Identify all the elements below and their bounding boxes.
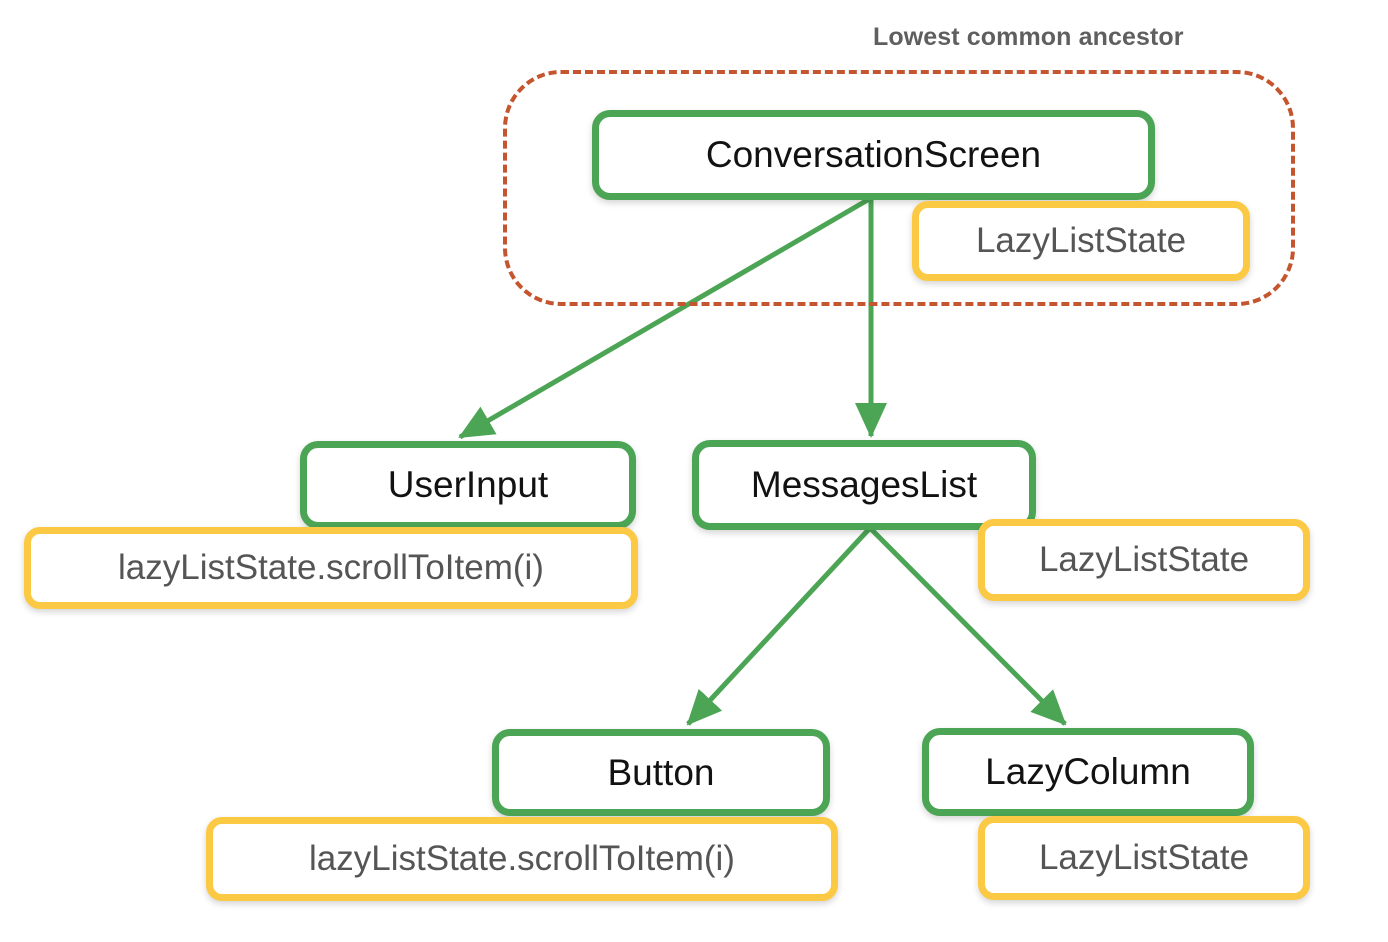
- node-conversation-screen[interactable]: ConversationScreen: [592, 110, 1155, 200]
- page-title: Lowest common ancestor: [873, 23, 1184, 51]
- node-label-user-input-state: lazyListState.scrollToItem(i): [118, 548, 544, 587]
- node-label-button: Button: [607, 751, 715, 793]
- node-label-button-state: lazyListState.scrollToItem(i): [309, 839, 735, 878]
- node-label-messages-list: MessagesList: [750, 464, 978, 505]
- node-conversation-screen-state[interactable]: LazyListState: [912, 201, 1250, 281]
- node-user-input[interactable]: UserInput: [300, 441, 636, 529]
- edge-messages-list-to-lazy-column: [868, 526, 1067, 726]
- node-lazy-column[interactable]: LazyColumn: [922, 728, 1254, 816]
- node-button-state[interactable]: lazyListState.scrollToItem(i): [206, 817, 838, 901]
- node-label-lazy-column-state: LazyListState: [1038, 838, 1250, 877]
- node-label-user-input: UserInput: [387, 464, 549, 505]
- node-label-conversation-screen-state: LazyListState: [975, 221, 1187, 260]
- node-lazy-column-state[interactable]: LazyListState: [978, 816, 1310, 900]
- node-label-messages-list-state: LazyListState: [1038, 540, 1250, 579]
- node-user-input-state[interactable]: lazyListState.scrollToItem(i): [24, 527, 638, 609]
- node-label-conversation-screen: ConversationScreen: [705, 134, 1042, 175]
- node-label-lazy-column: LazyColumn: [985, 751, 1191, 792]
- edge-messages-list-to-button: [686, 526, 872, 726]
- node-messages-list[interactable]: MessagesList: [692, 440, 1036, 530]
- node-button[interactable]: Button: [492, 729, 830, 816]
- edge-conversation-screen-to-user-input: [458, 195, 873, 440]
- node-messages-list-state[interactable]: LazyListState: [978, 519, 1310, 601]
